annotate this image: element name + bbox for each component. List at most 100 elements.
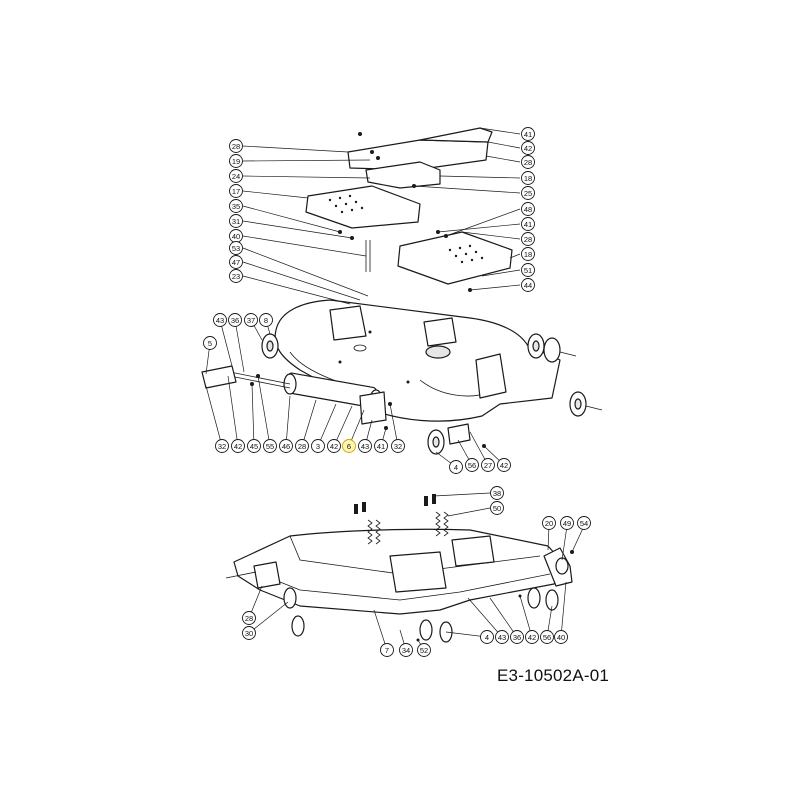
callout-42: 42 <box>521 141 535 155</box>
upper-cover-assembly <box>305 127 513 292</box>
callout-label: 53 <box>232 244 240 253</box>
callout-circle <box>465 458 479 472</box>
callout-50: 50 <box>490 501 504 515</box>
callout-circle <box>358 439 372 453</box>
callout-30: 30 <box>242 626 256 640</box>
callout-circle <box>521 141 535 155</box>
callout-28: 28 <box>229 139 243 153</box>
callout-circle <box>229 269 243 283</box>
callout-circle <box>521 171 535 185</box>
callout-circle <box>327 439 341 453</box>
callout-label: 40 <box>557 633 565 642</box>
callout-label: 3 <box>316 442 320 451</box>
callout-label: 42 <box>524 144 532 153</box>
diagram-code: E3-10502A-01 <box>497 666 610 685</box>
callout-circle <box>229 255 243 269</box>
callout-46: 46 <box>279 439 293 453</box>
callout-circle <box>229 154 243 168</box>
callout-28: 28 <box>521 232 535 246</box>
callout-label: 52 <box>420 646 428 655</box>
callout-circle <box>521 278 535 292</box>
spring-pair <box>367 511 449 545</box>
callout-circle <box>399 643 413 657</box>
callout-label: 32 <box>218 442 226 451</box>
callout-label: 17 <box>232 187 240 196</box>
callout-label: 56 <box>543 633 551 642</box>
callout-label: 18 <box>524 250 532 259</box>
callout-label: 42 <box>234 442 242 451</box>
callout-circle <box>203 336 217 350</box>
callout-45: 45 <box>247 439 261 453</box>
callout-47: 47 <box>229 255 243 269</box>
callout-circle <box>577 516 591 530</box>
callout-circle <box>229 199 243 213</box>
callout-31: 31 <box>229 214 243 228</box>
callout-51: 51 <box>521 263 535 277</box>
callout-56: 56 <box>540 630 554 644</box>
callout-54: 54 <box>577 516 591 530</box>
callout-label: 41 <box>524 130 532 139</box>
callout-label: 43 <box>498 633 506 642</box>
callout-circle <box>244 313 258 327</box>
callout-18: 18 <box>521 171 535 185</box>
callout-label: 24 <box>232 172 240 181</box>
callout-circle <box>242 611 256 625</box>
callout-6: 6 <box>342 439 356 453</box>
callout-8: 8 <box>259 313 273 327</box>
callout-circle <box>480 630 494 644</box>
callout-circle <box>259 313 273 327</box>
callout-label: 41 <box>524 220 532 229</box>
deck-wheel-front <box>427 423 471 455</box>
callout-circle <box>521 217 535 231</box>
callout-circle <box>215 439 229 453</box>
callout-25: 25 <box>521 186 535 200</box>
callout-label: 37 <box>247 316 255 325</box>
callout-4: 4 <box>480 630 494 644</box>
callout-circle <box>229 214 243 228</box>
callout-label: 28 <box>232 142 240 151</box>
callout-circle <box>311 439 325 453</box>
callout-circle <box>374 439 388 453</box>
callout-label: 35 <box>232 202 240 211</box>
callout-circle <box>521 127 535 141</box>
callout-20: 20 <box>542 516 556 530</box>
callout-circle <box>229 184 243 198</box>
callout-circle <box>521 155 535 169</box>
callout-circle <box>525 630 539 644</box>
callout-label: 36 <box>231 316 239 325</box>
callout-label: 23 <box>232 272 240 281</box>
callout-circle <box>242 626 256 640</box>
callout-55: 55 <box>263 439 277 453</box>
callout-28: 28 <box>295 439 309 453</box>
callout-48: 48 <box>521 202 535 216</box>
callout-label: 36 <box>513 633 521 642</box>
callout-32: 32 <box>391 439 405 453</box>
deck-lower-assembly <box>225 494 574 643</box>
callout-43: 43 <box>213 313 227 327</box>
callout-42: 42 <box>525 630 539 644</box>
callout-37: 37 <box>244 313 258 327</box>
callout-label: 7 <box>385 646 389 655</box>
callout-44: 44 <box>521 278 535 292</box>
callout-label: 4 <box>454 463 458 472</box>
callout-label: 56 <box>468 461 476 470</box>
callout-label: 42 <box>500 461 508 470</box>
callout-circle <box>540 630 554 644</box>
callout-circle <box>228 313 242 327</box>
callout-3: 3 <box>311 439 325 453</box>
callout-42: 42 <box>497 458 511 472</box>
callout-40: 40 <box>554 630 568 644</box>
callout-circle <box>521 263 535 277</box>
callout-4: 4 <box>449 460 463 474</box>
callout-label: 41 <box>377 442 385 451</box>
callout-circle <box>213 313 227 327</box>
callout-42: 42 <box>231 439 245 453</box>
callout-label: 34 <box>402 646 410 655</box>
deck-wheel-left <box>261 333 279 359</box>
callout-18: 18 <box>521 247 535 261</box>
callout-label: 43 <box>216 316 224 325</box>
callout-circle <box>295 439 309 453</box>
callout-label: 51 <box>524 266 532 275</box>
callout-circle <box>510 630 524 644</box>
